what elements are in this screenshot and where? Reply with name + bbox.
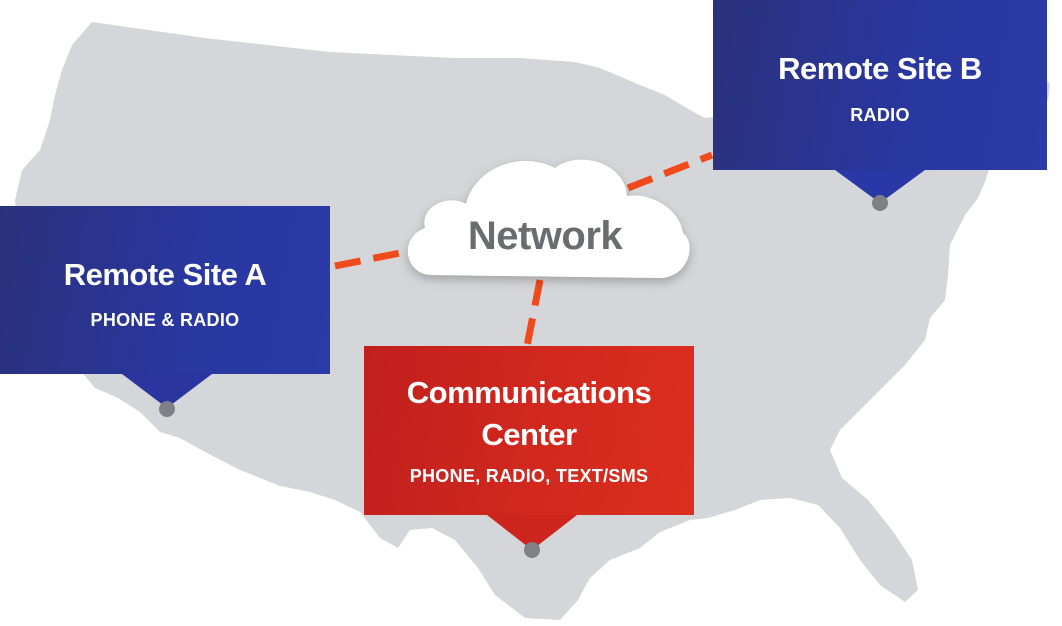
remote-site-b-title: Remote Site B — [778, 51, 982, 86]
communications-center-title-line1: Communications — [406, 375, 652, 410]
network-label: Network — [467, 214, 623, 258]
site-a-pointer — [122, 374, 212, 408]
network-cloud — [407, 159, 690, 278]
remote-site-b-callout: Remote Site B RADIO — [713, 0, 1047, 170]
communications-center-title: Communications Center — [364, 372, 694, 456]
communications-center-callout: Communications Center PHONE, RADIO, TEXT… — [364, 346, 694, 515]
network-links — [334, 151, 714, 347]
site-b-pin — [872, 195, 888, 211]
communications-center-title-line2: Center — [481, 417, 577, 452]
remote-site-a-callout: Remote Site A PHONE & RADIO — [0, 206, 330, 374]
remote-site-a-title: Remote Site A — [63, 257, 267, 292]
remote-site-b-capabilities: RADIO — [850, 105, 910, 125]
link-comm-center — [523, 279, 544, 347]
site-b-pointer — [835, 170, 925, 203]
communications-center-capabilities: PHONE, RADIO, TEXT/SMS — [409, 466, 649, 486]
comm-center-pointer — [487, 515, 577, 550]
link-site-b — [626, 151, 714, 192]
remote-site-a-capabilities: PHONE & RADIO — [90, 310, 240, 330]
link-site-a — [334, 246, 416, 270]
comm-center-pin — [524, 542, 540, 558]
site-a-pin — [159, 401, 175, 417]
